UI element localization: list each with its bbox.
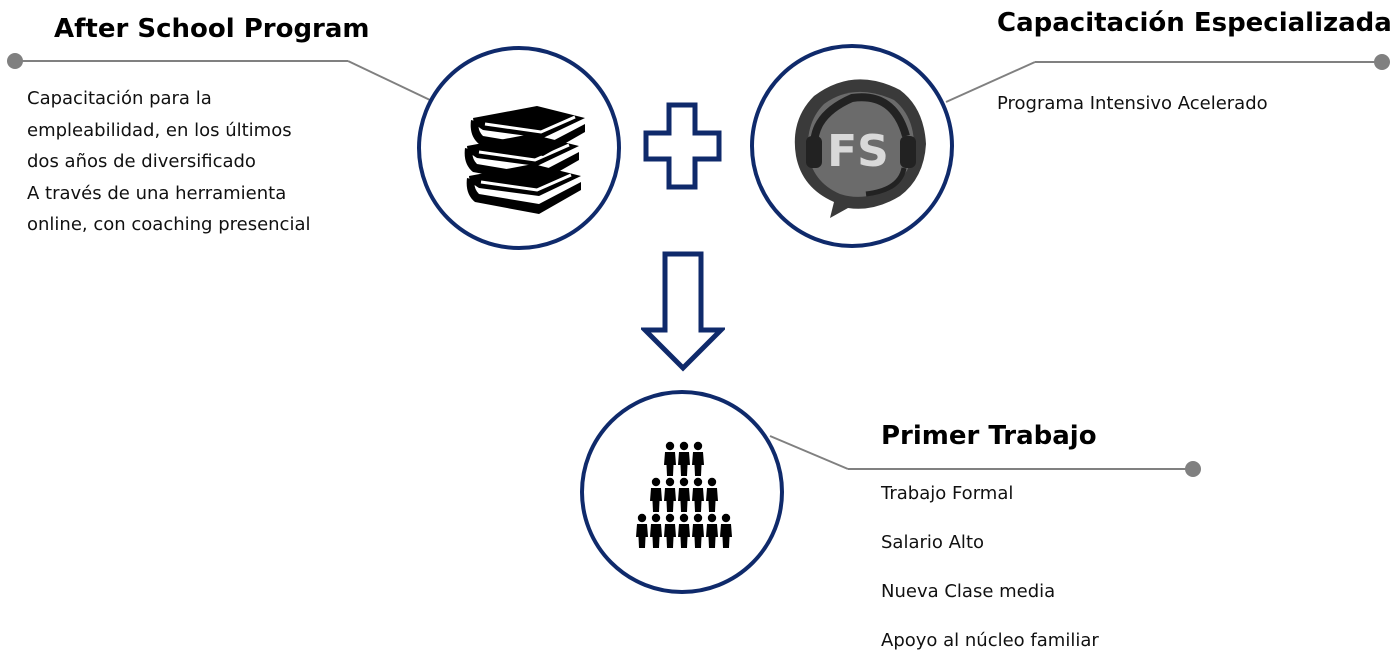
person-figure: [664, 441, 676, 476]
primer-trabajo-line: Trabajo Formal: [881, 483, 1014, 504]
after-school-description: Capacitación para la empleabilidad, en l…: [27, 83, 310, 241]
arrow-down-icon: [641, 251, 725, 372]
after-school-line: A través de una herramienta: [27, 182, 287, 204]
capacitacion-connector: [945, 54, 1390, 103]
books-circle: [417, 46, 621, 250]
primer-trabajo-line: Nueva Clase media: [881, 581, 1056, 602]
fs-headset-logo: FS: [794, 79, 926, 218]
fs-logo-circle: FS: [750, 44, 954, 248]
person-figure: [678, 513, 690, 548]
people-pyramid-icon: [636, 441, 732, 548]
person-figure: [692, 441, 704, 476]
after-school-connector: [7, 53, 431, 101]
capacitacion-line: Programa Intensivo Acelerado: [997, 93, 1268, 114]
person-figure: [636, 513, 648, 548]
after-school-line: dos años de diversificado: [27, 151, 256, 172]
after-school-title: After School Program: [54, 14, 370, 44]
person-figure: [664, 513, 676, 548]
books-icon: [464, 106, 585, 214]
after-school-line: online, con coaching presencial: [27, 214, 311, 235]
plus-icon: [643, 102, 722, 190]
primer-trabajo-description: Trabajo Formal Salario Alto Nueva Clase …: [881, 478, 1099, 656]
person-figure: [692, 477, 704, 512]
person-figure: [692, 513, 704, 548]
after-school-line: empleabilidad, en los últimos: [27, 119, 292, 141]
primer-trabajo-title: Primer Trabajo: [881, 421, 1097, 451]
primer-trabajo-line: Salario Alto: [881, 532, 985, 553]
person-figure: [706, 477, 718, 512]
capacitacion-title: Capacitación Especializada: [997, 8, 1392, 38]
person-figure: [650, 513, 662, 548]
capacitacion-description: Programa Intensivo Acelerado: [997, 88, 1268, 120]
person-figure: [678, 441, 690, 476]
person-figure: [720, 513, 732, 548]
person-figure: [706, 513, 718, 548]
person-figure: [678, 477, 690, 512]
after-school-line: Capacitación para la: [27, 88, 212, 109]
primer-trabajo-line: Apoyo al núcleo familiar: [881, 630, 1099, 651]
person-figure: [650, 477, 662, 512]
people-circle: [580, 390, 784, 594]
primer-trabajo-connector: [769, 435, 1201, 477]
fs-logo-text: FS: [827, 126, 889, 177]
person-figure: [664, 477, 676, 512]
